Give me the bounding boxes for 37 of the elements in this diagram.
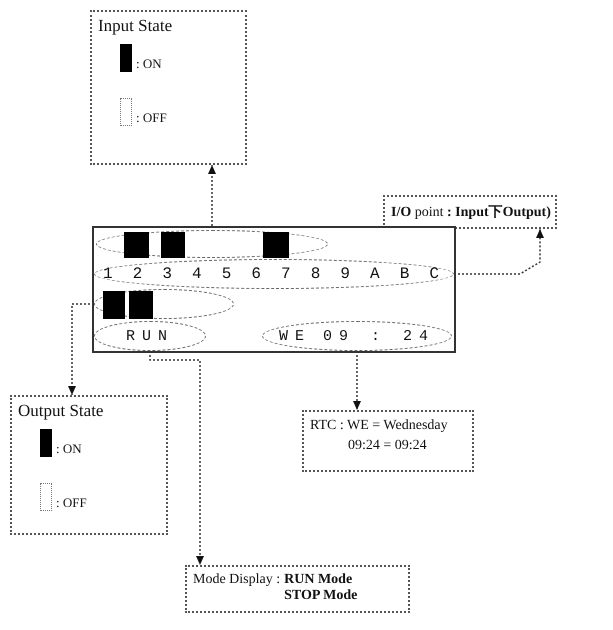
lcd-character: C xyxy=(429,265,439,283)
lcd-character: 8 xyxy=(310,265,320,283)
lcd-character: 5 xyxy=(222,265,232,283)
callout-box xyxy=(90,10,247,165)
leader-ellipse xyxy=(94,289,234,319)
lcd-character: B xyxy=(400,265,410,283)
state-label: : OFF xyxy=(56,495,87,511)
note-text: I/O point : Input下Output) xyxy=(391,204,551,221)
lcd-character: 1 xyxy=(103,265,113,283)
leader-ellipse xyxy=(94,321,206,351)
lcd-text: 09 : 24 xyxy=(322,328,435,344)
callout-box xyxy=(10,395,168,535)
callout-box xyxy=(302,410,474,472)
lcd-character: 2 xyxy=(132,265,142,283)
state-label: : OFF xyxy=(136,110,167,126)
state-label: : ON xyxy=(56,441,82,457)
callout-box xyxy=(185,565,410,613)
lcd-character: 6 xyxy=(251,265,261,283)
lcd-character: 4 xyxy=(192,265,202,283)
mode-option: RUN Mode xyxy=(284,572,358,588)
callout-box xyxy=(383,195,557,229)
state-label: : ON xyxy=(136,56,162,72)
lcd-character: 9 xyxy=(340,265,350,283)
mode-label: Mode Display : xyxy=(193,572,280,588)
note-text: RTC : WE = Wednesday xyxy=(310,418,448,434)
lcd-text: WE xyxy=(278,328,311,344)
leader-ellipse xyxy=(94,259,454,289)
lcd-character: 3 xyxy=(162,265,172,283)
box-heading: Output State xyxy=(18,401,104,421)
mode-option: STOP Mode xyxy=(284,588,358,604)
note-text: 09:24 = 09:24 xyxy=(348,438,427,454)
lcd-text: RUN xyxy=(126,328,174,344)
lcd-character: 7 xyxy=(281,265,291,283)
box-heading: Input State xyxy=(98,16,174,36)
leader-ellipse xyxy=(262,321,452,351)
lcd-panel xyxy=(92,226,456,353)
lcd-character: A xyxy=(370,265,380,283)
